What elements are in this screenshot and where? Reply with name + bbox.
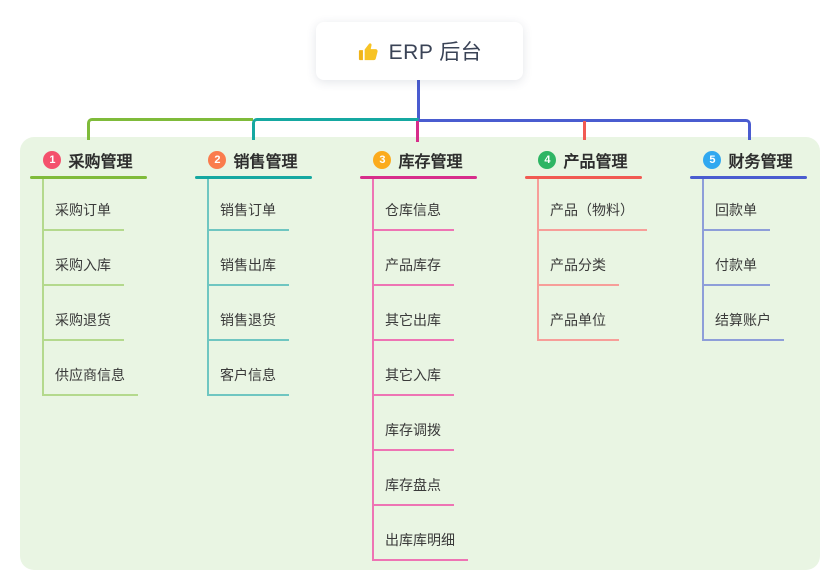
leaf-node[interactable]: 产品库存 — [372, 254, 454, 286]
branch-node[interactable]: 4 产品管理 — [525, 148, 642, 172]
branch-elbow-line — [418, 119, 751, 140]
branch-node[interactable]: 1 采购管理 — [30, 148, 147, 172]
leaf-node[interactable]: 采购入库 — [42, 254, 124, 286]
branch-underline — [689, 176, 807, 179]
branch-number-badge: 4 — [538, 151, 557, 169]
branch-underline — [359, 176, 477, 179]
branch-node-label: 库存管理 — [398, 154, 463, 171]
leaf-node[interactable]: 销售退货 — [207, 309, 289, 341]
leaf-node[interactable]: 其它入库 — [372, 364, 454, 396]
branch-number-badge: 1 — [43, 151, 62, 169]
leaf-node[interactable]: 采购退货 — [42, 309, 124, 341]
branch-node-label: 财务管理 — [728, 154, 793, 171]
leaf-node[interactable]: 销售订单 — [207, 199, 289, 231]
branch-number-badge: 3 — [373, 151, 392, 169]
branch-underline — [29, 176, 147, 179]
branch-node[interactable]: 5 财务管理 — [690, 148, 807, 172]
leaf-node[interactable]: 结算账户 — [702, 309, 784, 341]
branch-node[interactable]: 3 库存管理 — [360, 148, 477, 172]
branch-elbow-line — [87, 118, 253, 140]
root-stem-line — [417, 78, 420, 121]
branch-drop-line — [416, 121, 419, 142]
branch-node-label: 产品管理 — [563, 154, 628, 171]
branch-number-badge: 2 — [208, 151, 227, 169]
leaf-node[interactable]: 供应商信息 — [42, 364, 138, 396]
root-node[interactable]: ERP 后台 — [316, 22, 523, 80]
branch-child-line — [702, 179, 704, 341]
branch-elbow-line — [252, 118, 419, 140]
leaf-node[interactable]: 回款单 — [702, 199, 770, 231]
leaf-node[interactable]: 产品分类 — [537, 254, 619, 286]
branch-underline — [524, 176, 642, 179]
leaf-node[interactable]: 出库库明细 — [372, 529, 468, 561]
leaf-node[interactable]: 销售出库 — [207, 254, 289, 286]
branch-number-badge: 5 — [703, 151, 722, 169]
branch-child-line — [42, 179, 44, 396]
leaf-node[interactable]: 付款单 — [702, 254, 770, 286]
leaf-node[interactable]: 产品单位 — [537, 309, 619, 341]
leaf-node[interactable]: 采购订单 — [42, 199, 124, 231]
branch-drop-line — [583, 121, 586, 140]
branch-underline — [194, 176, 312, 179]
branch-node-label: 采购管理 — [68, 154, 133, 171]
root-node-label: ERP 后台 — [388, 41, 483, 64]
leaf-node[interactable]: 产品（物料） — [537, 199, 647, 231]
branch-child-line — [207, 179, 209, 396]
leaf-node[interactable]: 其它出库 — [372, 309, 454, 341]
branch-node[interactable]: 2 销售管理 — [195, 148, 312, 172]
leaf-node[interactable]: 客户信息 — [207, 364, 289, 396]
branch-child-line — [537, 179, 539, 341]
branches-panel — [20, 137, 820, 570]
leaf-node[interactable]: 库存调拨 — [372, 419, 454, 451]
leaf-node[interactable]: 仓库信息 — [372, 199, 454, 231]
branch-node-label: 销售管理 — [233, 154, 298, 171]
branch-child-line — [372, 179, 374, 561]
leaf-node[interactable]: 库存盘点 — [372, 474, 454, 506]
thumbs-up-icon — [357, 40, 380, 63]
